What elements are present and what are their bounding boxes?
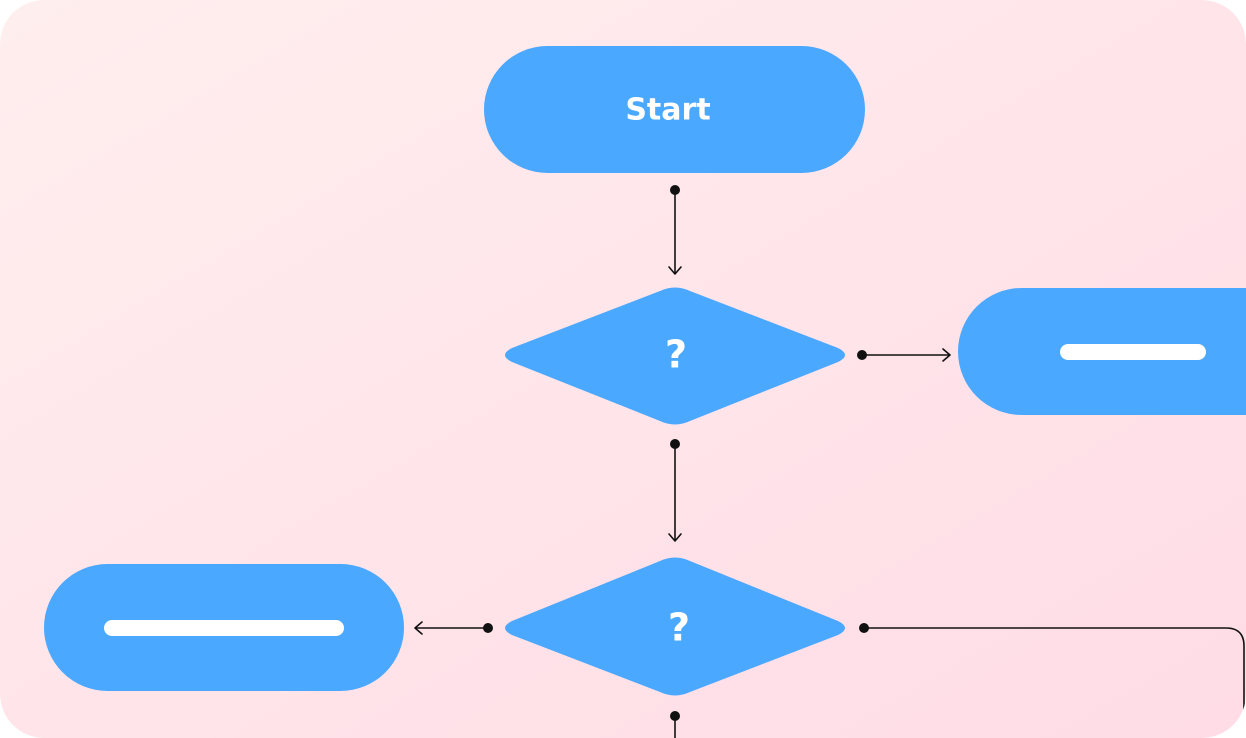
edge-decision-2-to-offscreen-right [859, 623, 1245, 738]
outcome-right-placeholder-bar [1060, 344, 1206, 360]
outcome-left-node[interactable] [44, 564, 404, 691]
edge-decision-2-right-path [864, 627, 1245, 738]
start-node[interactable]: Start [484, 46, 865, 173]
edge-decision-2-to-offscreen-bottom [670, 711, 680, 738]
decision-node-2-label: ? [668, 606, 690, 650]
nodes: Start ? ? [44, 46, 1246, 696]
edge-decision-2-to-outcome-left [414, 621, 493, 635]
edge-start-arrowhead [668, 266, 682, 275]
edges [414, 185, 1245, 738]
edge-decision-1-right-arrowhead [942, 348, 951, 362]
decision-node-1[interactable]: ? [505, 287, 845, 425]
decision-node-2-shape [505, 557, 845, 696]
start-node-label: Start [625, 93, 710, 128]
decision-node-1-label: ? [665, 333, 687, 377]
edge-decision-1-to-decision-2 [668, 439, 682, 542]
outcome-left-placeholder-bar [104, 620, 344, 636]
edge-decision-1-down-arrowhead [668, 533, 682, 542]
edge-decision-2-left-arrowhead [414, 621, 423, 635]
decision-node-1-shape [505, 287, 845, 425]
edge-decision-1-to-outcome-right [857, 348, 951, 362]
start-node-shape [484, 46, 865, 173]
edge-start-to-decision-1 [668, 185, 682, 275]
outcome-right-node[interactable] [958, 288, 1246, 415]
decision-node-2[interactable]: ? [505, 557, 845, 696]
